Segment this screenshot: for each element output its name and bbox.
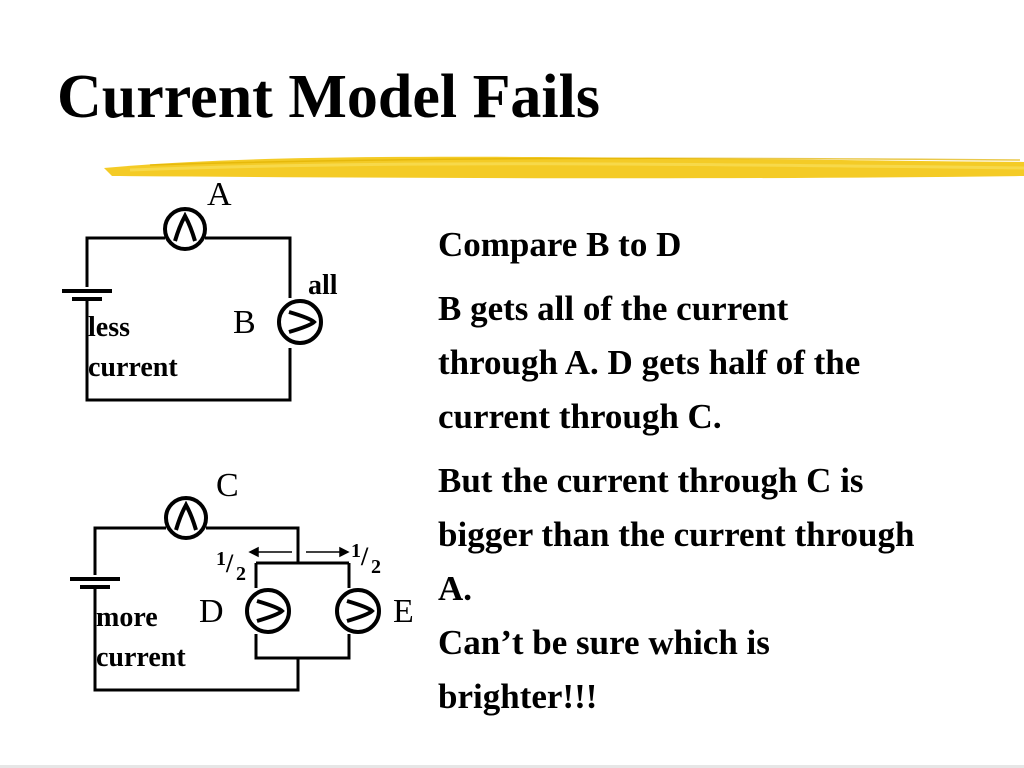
paragraph-line: brighter!!! [438, 677, 598, 716]
half-left-denominator: 2 [236, 563, 246, 585]
slide-bottom-edge [0, 765, 1024, 768]
bulb-b-label: B [233, 304, 256, 341]
bulb-c-label: C [216, 467, 239, 504]
bulb-c-icon [164, 496, 208, 540]
parallel-circuit-wires [93, 526, 351, 692]
more-current-caption-line1: more [96, 602, 158, 633]
series-circuit: A B all less current [62, 176, 414, 692]
bulb-d-icon [245, 588, 291, 634]
half-right-label: 1 / 2 [351, 540, 381, 578]
compare-heading: Compare B to D [438, 225, 682, 264]
bulb-d-label: D [199, 593, 224, 630]
explanation-text: Compare B to D B gets all of the current… [438, 218, 1024, 724]
paragraph-line: But the current through C is [438, 461, 864, 500]
bulb-e-label: E [393, 593, 414, 630]
bulb-a-icon [163, 207, 207, 251]
paragraph-c-vs-a: But the current through C is bigger than… [438, 454, 1024, 616]
half-left-slash: / [225, 549, 234, 578]
paragraph-line: current through C. [438, 397, 722, 436]
series-circuit-wires [85, 236, 292, 402]
paragraph-line: through A. D gets half of the [438, 343, 861, 382]
paragraph-b-vs-d: B gets all of the current through A. D g… [438, 282, 1024, 444]
half-left-label: 1 / 2 [216, 548, 246, 585]
paragraph-conclusion: Can’t be sure which is brighter!!! [438, 616, 1024, 724]
bulb-e-icon [335, 588, 381, 634]
paragraph-line: A. [438, 569, 473, 608]
half-right-slash: / [360, 542, 369, 571]
half-right-numerator: 1 [351, 540, 361, 562]
battery-icon-2 [70, 577, 120, 589]
less-current-caption-line1: less [88, 312, 130, 343]
half-left-numerator: 1 [216, 548, 226, 570]
half-right-denominator: 2 [371, 556, 381, 578]
title-underline-highlight [104, 156, 1024, 179]
paragraph-line: Can’t be sure which is [438, 623, 770, 662]
paragraph-line: bigger than the current through [438, 515, 915, 554]
bulb-b-icon [277, 299, 323, 345]
split-arrow-right-icon [306, 546, 350, 558]
slide-title: Current Model Fails [57, 63, 601, 131]
bulb-a-label: A [207, 176, 232, 213]
more-current-caption-line2: current [96, 642, 186, 673]
less-current-caption-line2: current [88, 352, 178, 383]
paragraph-line: B gets all of the current [438, 289, 789, 328]
battery-icon [62, 289, 112, 301]
split-arrow-left-icon [248, 546, 292, 558]
all-current-label: all [308, 270, 338, 301]
